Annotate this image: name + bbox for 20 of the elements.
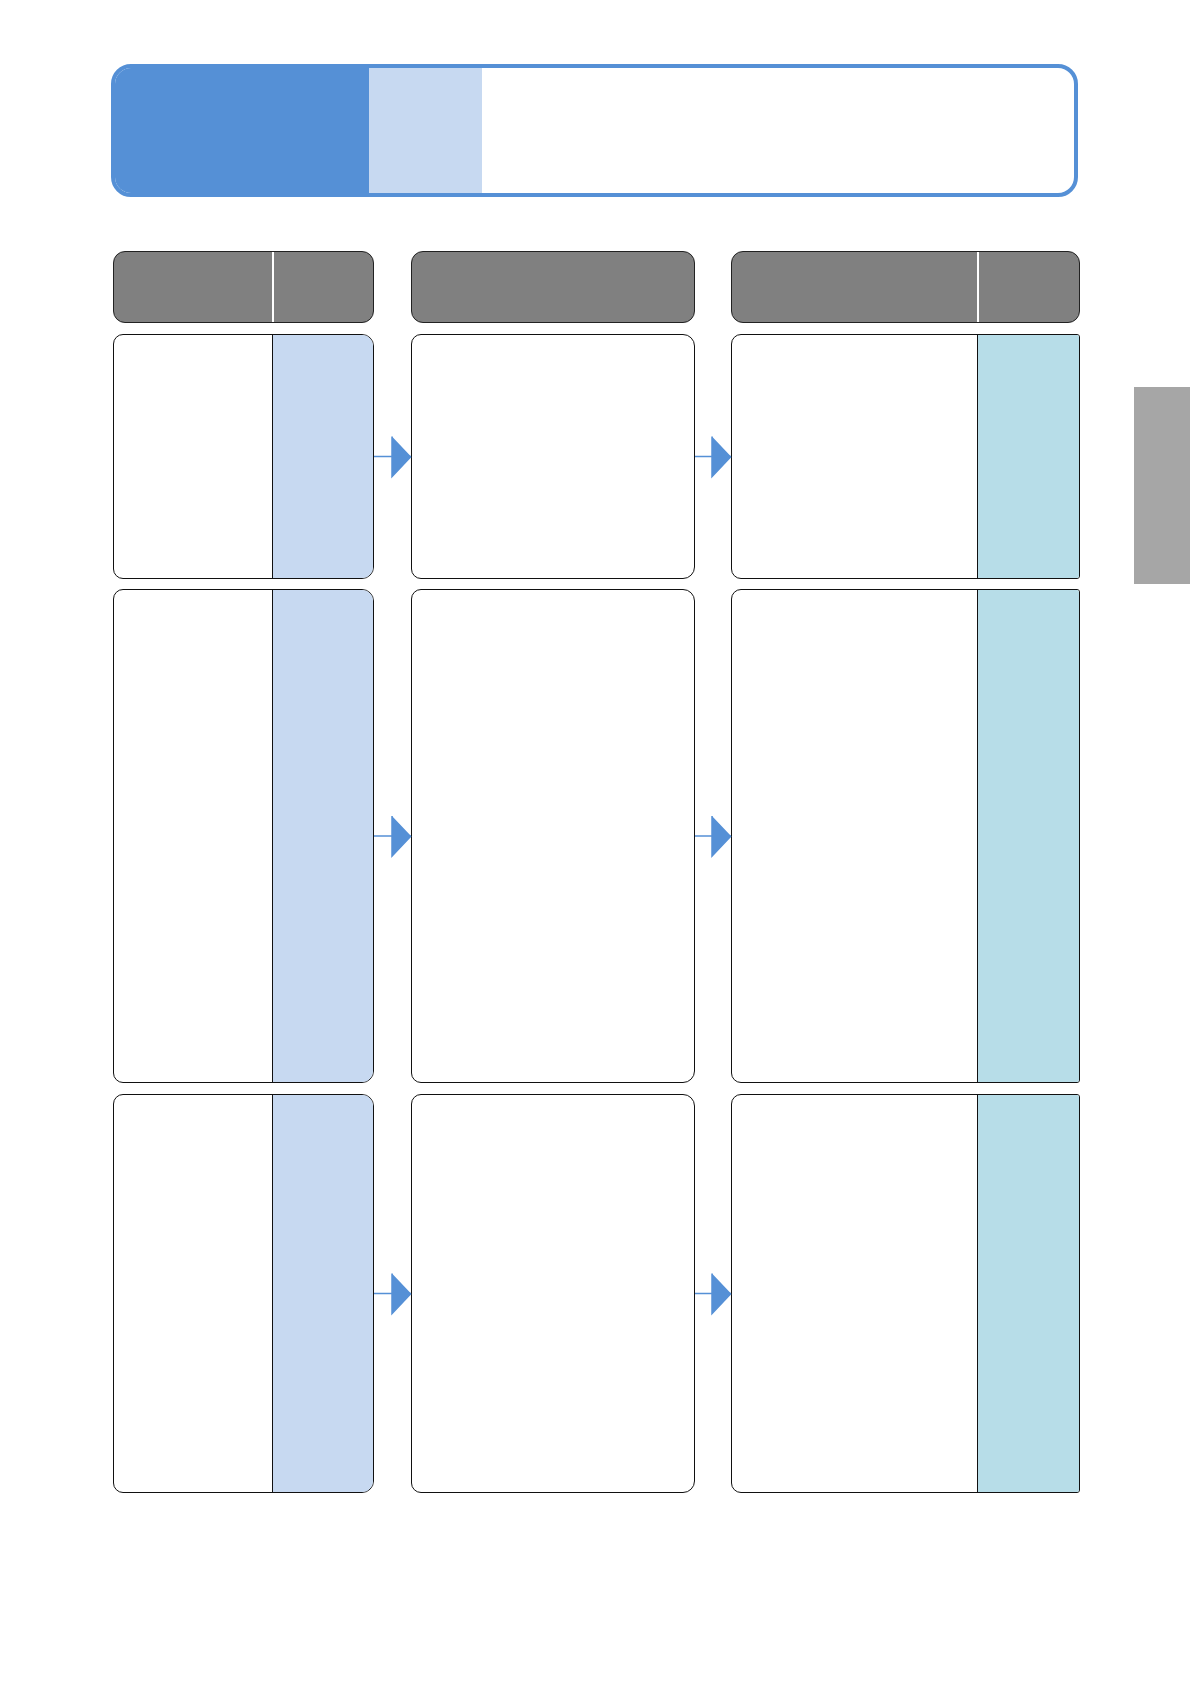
content-panel [731,1094,1080,1493]
content-panel [113,589,374,1083]
side-tab [1134,387,1190,584]
arrow [373,435,412,479]
content-panel [731,334,1080,579]
column-header [731,251,1080,323]
arrow [694,1272,732,1316]
content-panel [411,334,695,579]
title-banner [111,64,1078,197]
content-panel [113,334,374,579]
content-panel [731,589,1080,1083]
content-panel [411,589,695,1083]
arrow [694,815,732,858]
arrow [694,435,732,479]
column-header [113,251,374,323]
arrow [373,815,412,858]
content-panel [411,1094,695,1493]
arrow [373,1272,412,1316]
column-header [411,251,695,323]
content-panel [113,1094,374,1493]
